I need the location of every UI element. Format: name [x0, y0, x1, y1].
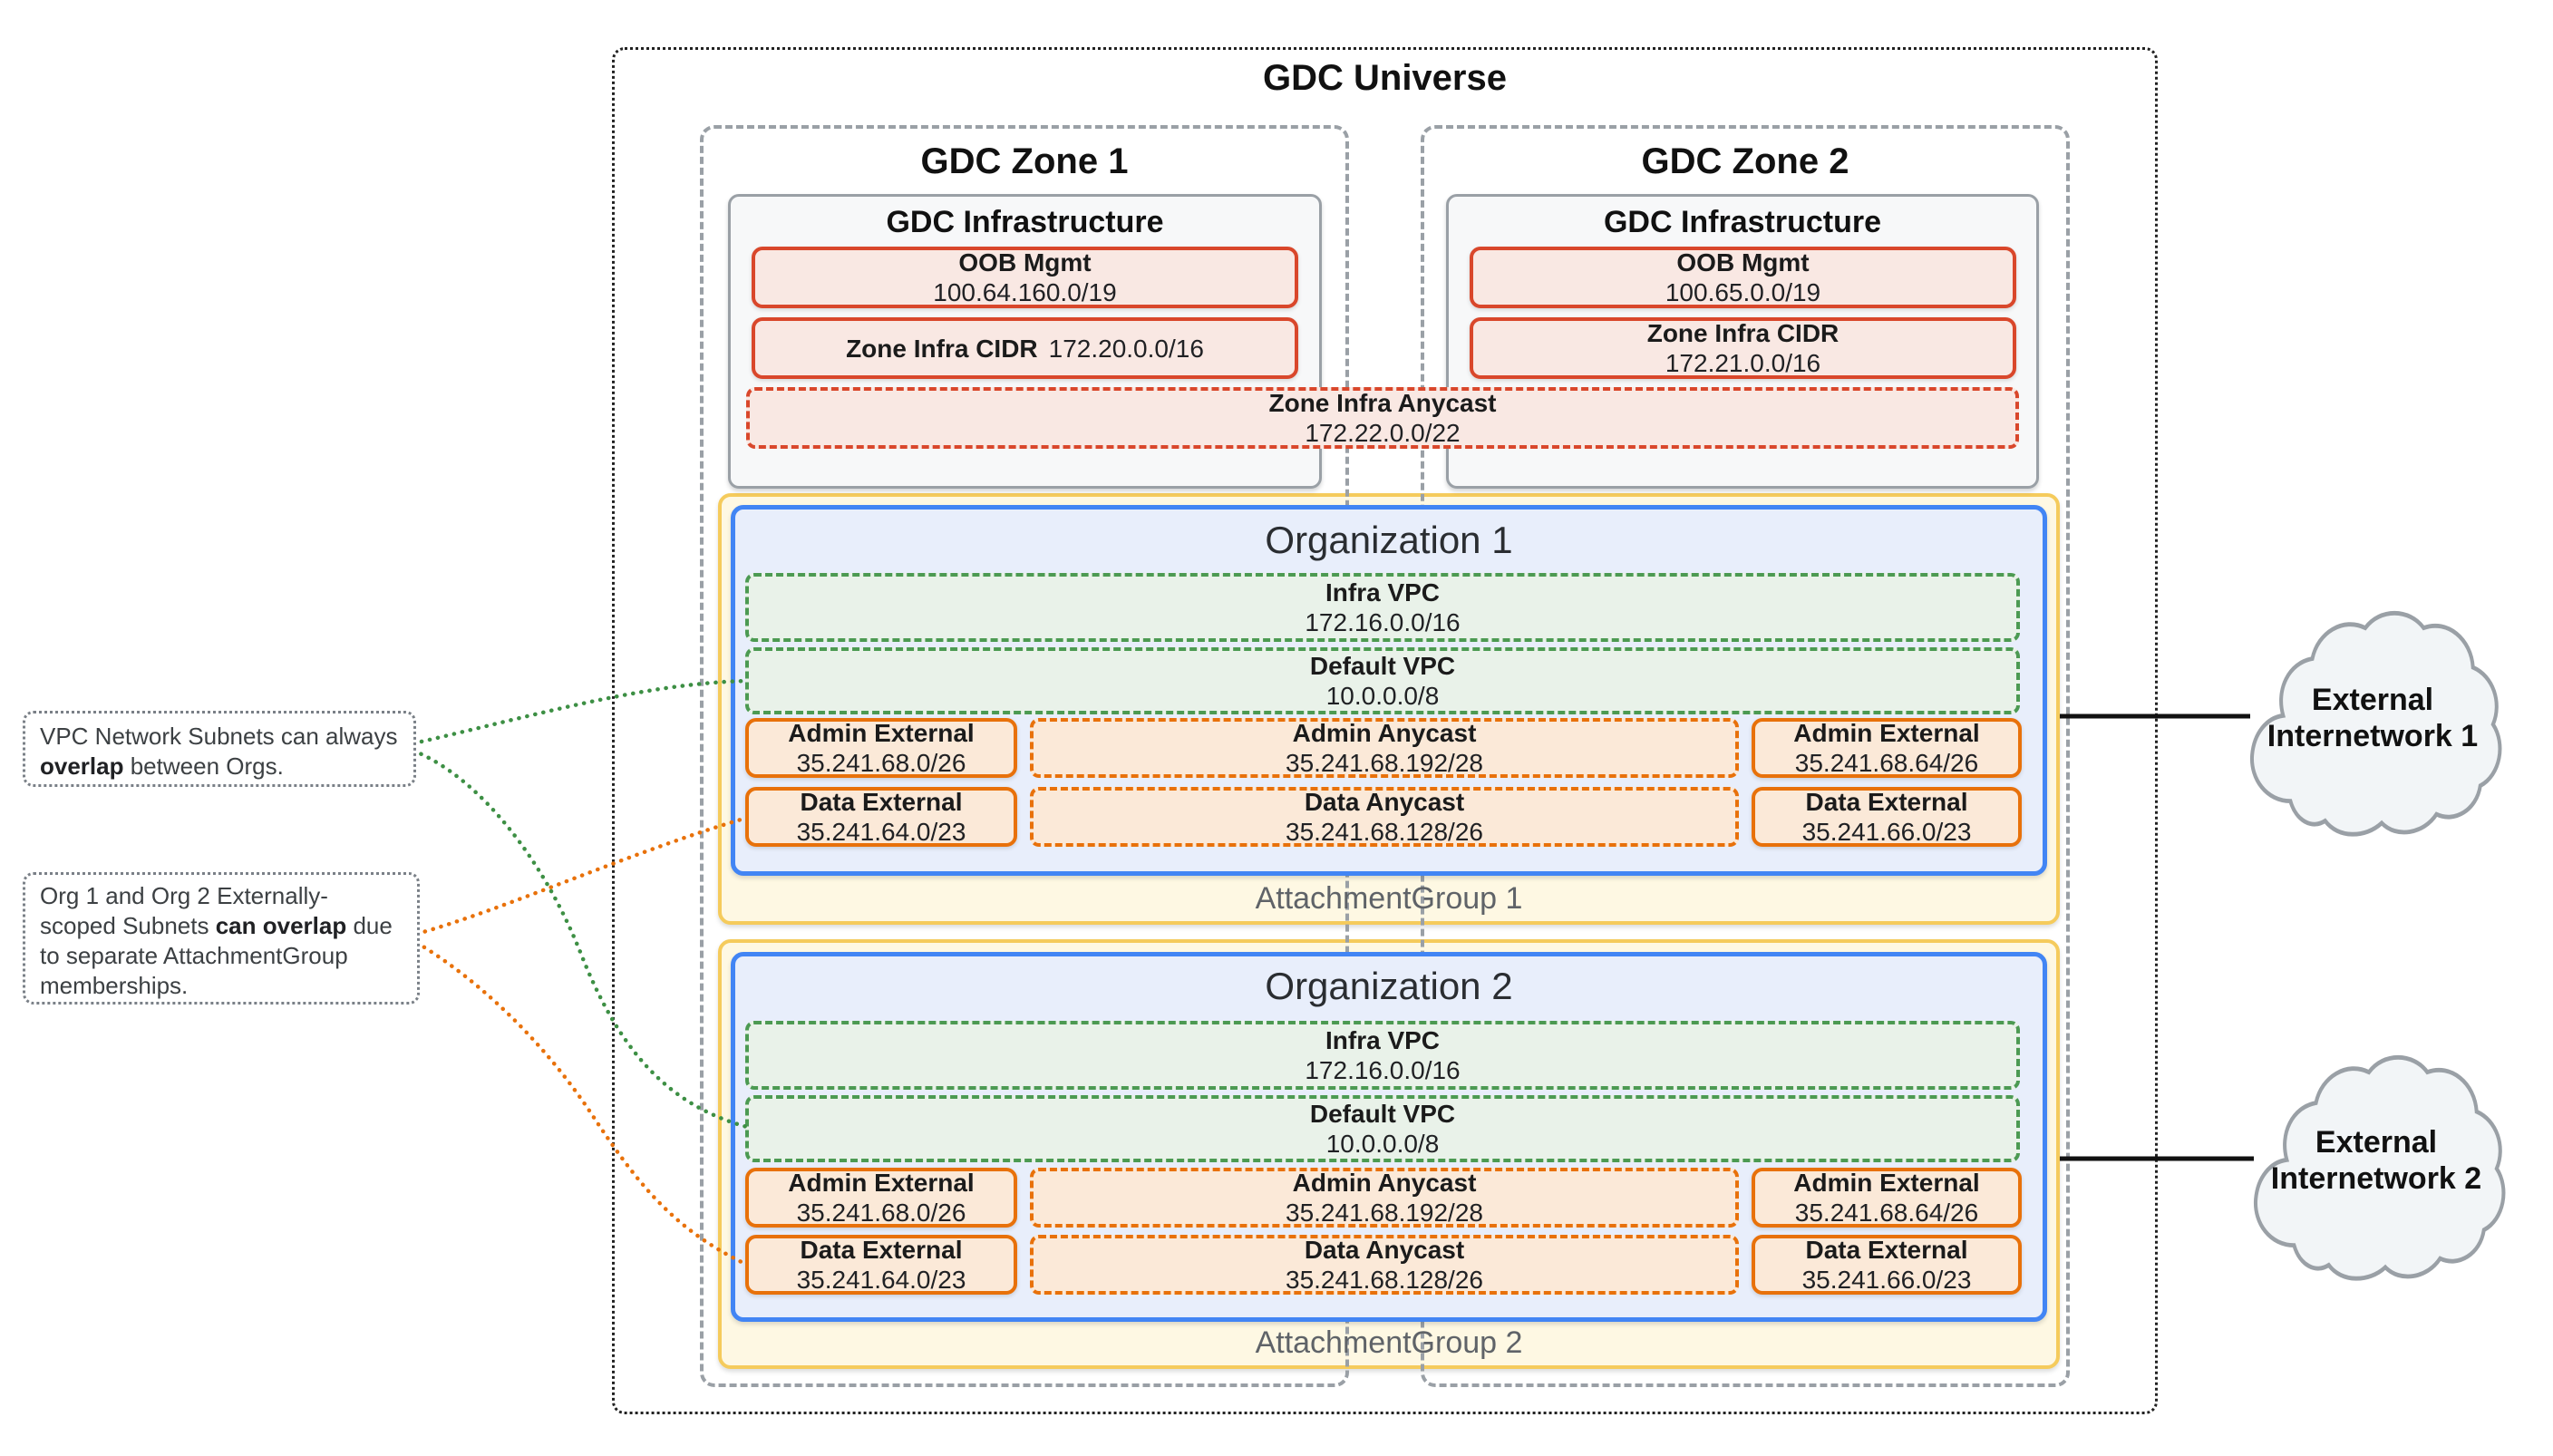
org-2-admin-anycast-box: Admin Anycast 35.241.68.192/28: [1030, 1168, 1739, 1228]
zone-2-oob-mgmt-box: OOB Mgmt 100.65.0.0/19: [1470, 247, 2016, 308]
annotation-vpc-overlap: VPC Network Subnets can always overlap b…: [23, 711, 416, 787]
zone-infra-anycast-label: Zone Infra Anycast: [1268, 389, 1497, 417]
org-2-data-anycast-label: Data Anycast: [1304, 1236, 1465, 1264]
org-2-admin-external-left-box: Admin External 35.241.68.0/26: [745, 1168, 1017, 1228]
org-1-admin-external-left-cidr: 35.241.68.0/26: [796, 749, 966, 777]
attachment-group-1-label: AttachmentGroup 1: [1255, 881, 1523, 916]
zone-1-infra-cidr-value: 172.20.0.0/16: [1048, 334, 1204, 363]
org-2-admin-external-right-cidr: 35.241.68.64/26: [1794, 1199, 1979, 1227]
org-1-admin-anycast-label: Admin Anycast: [1292, 719, 1477, 747]
zone-1-infrastructure-title: GDC Infrastructure: [886, 205, 1164, 239]
org-1-data-external-right-label: Data External: [1805, 788, 1968, 816]
org-2-default-vpc-cidr: 10.0.0.0/8: [1325, 1130, 1440, 1158]
gdc-zone-2-title: GDC Zone 2: [1641, 141, 1849, 181]
annotation-1-text-post: between Orgs.: [123, 752, 284, 780]
zone-2-oob-mgmt-label: OOB Mgmt: [1676, 248, 1810, 277]
org-1-admin-external-left-box: Admin External 35.241.68.0/26: [745, 718, 1017, 778]
org-1-admin-anycast-cidr: 35.241.68.192/28: [1286, 749, 1483, 777]
annotation-attachment-group-overlap: Org 1 and Org 2 Externally-scoped Subnet…: [23, 872, 420, 1005]
zone-infra-anycast-cidr: 172.22.0.0/22: [1305, 419, 1461, 447]
org-2-default-vpc-label: Default VPC: [1309, 1100, 1456, 1128]
zone-1-infra-cidr-box: Zone Infra CIDR 172.20.0.0/16: [752, 317, 1298, 379]
org-2-admin-anycast-label: Admin Anycast: [1292, 1169, 1477, 1197]
annotation-1-text-bold: overlap: [40, 752, 124, 780]
org-2-admin-anycast-cidr: 35.241.68.192/28: [1286, 1199, 1483, 1227]
org-1-data-external-right-box: Data External 35.241.66.0/23: [1752, 787, 2022, 847]
external-internetwork-2-label: External Internetwork 2: [2250, 1124, 2502, 1197]
org-2-admin-external-left-label: Admin External: [788, 1169, 975, 1197]
org-1-data-anycast-cidr: 35.241.68.128/26: [1286, 818, 1483, 846]
org-1-admin-external-left-label: Admin External: [788, 719, 975, 747]
org-2-data-external-right-cidr: 35.241.66.0/23: [1801, 1266, 1972, 1294]
org-2-data-anycast-cidr: 35.241.68.128/26: [1286, 1266, 1483, 1294]
external-internetwork-1-line2: Internetwork 1: [2267, 719, 2479, 753]
annotation-1-text-pre: VPC Network Subnets can always: [40, 723, 398, 750]
cloud-icon: [2250, 610, 2502, 837]
org-2-default-vpc-box: Default VPC 10.0.0.0/8: [745, 1095, 2020, 1162]
org-2-data-external-left-box: Data External 35.241.64.0/23: [745, 1235, 1017, 1295]
zone-2-infra-cidr-box: Zone Infra CIDR 172.21.0.0/16: [1470, 317, 2016, 379]
org-1-default-vpc-box: Default VPC 10.0.0.0/8: [745, 647, 2020, 714]
zone-1-infra-cidr-label: Zone Infra CIDR: [846, 334, 1038, 363]
external-internetwork-1-label: External Internetwork 1: [2247, 682, 2499, 754]
gdc-universe-title: GDC Universe: [1263, 58, 1507, 98]
org-1-default-vpc-cidr: 10.0.0.0/8: [1325, 682, 1440, 710]
org-2-data-external-left-label: Data External: [800, 1236, 963, 1264]
org-1-admin-external-right-label: Admin External: [1793, 719, 1980, 747]
attachment-group-2-label: AttachmentGroup 2: [1255, 1325, 1523, 1360]
org-2-data-anycast-box: Data Anycast 35.241.68.128/26: [1030, 1235, 1739, 1295]
org-2-infra-vpc-cidr: 172.16.0.0/16: [1305, 1056, 1461, 1084]
org-1-admin-anycast-box: Admin Anycast 35.241.68.192/28: [1030, 718, 1739, 778]
annotation-2-text-bold: can overlap: [215, 912, 347, 939]
zone-2-infrastructure-title: GDC Infrastructure: [1603, 205, 1882, 239]
annotation-2-text-pre: Org 1 and Org 2 Externally-scoped Subnet…: [40, 882, 328, 939]
annotation-2-text-post: due to separate AttachmentGroup membersh…: [40, 912, 393, 999]
gdc-zone-1-title: GDC Zone 1: [920, 141, 1129, 181]
zone-1-oob-mgmt-box: OOB Mgmt 100.64.160.0/19: [752, 247, 1298, 308]
org-1-data-external-left-cidr: 35.241.64.0/23: [796, 818, 966, 846]
org-2-admin-external-left-cidr: 35.241.68.0/26: [796, 1199, 966, 1227]
external-internetwork-1-line1: External: [2311, 683, 2434, 717]
zone-infra-anycast-box: Zone Infra Anycast 172.22.0.0/22: [746, 387, 2019, 449]
zone-1-oob-mgmt-cidr: 100.64.160.0/19: [933, 278, 1117, 306]
zone-2-infra-cidr-value: 172.21.0.0/16: [1665, 349, 1821, 377]
org-1-data-anycast-label: Data Anycast: [1304, 788, 1465, 816]
zone-1-oob-mgmt-label: OOB Mgmt: [958, 248, 1092, 277]
zone-2-infra-cidr-label: Zone Infra CIDR: [1646, 319, 1840, 347]
org-2-admin-external-right-label: Admin External: [1793, 1169, 1980, 1197]
external-internetwork-2-line1: External: [2315, 1125, 2438, 1160]
org-1-default-vpc-label: Default VPC: [1309, 652, 1456, 680]
org-1-data-external-right-cidr: 35.241.66.0/23: [1801, 818, 1972, 846]
organization-2-title: Organization 2: [1265, 965, 1513, 1007]
org-1-infra-vpc-cidr: 172.16.0.0/16: [1305, 608, 1461, 636]
org-1-data-external-left-box: Data External 35.241.64.0/23: [745, 787, 1017, 847]
org-1-data-external-left-label: Data External: [800, 788, 963, 816]
external-internetwork-2: [2239, 1048, 2513, 1289]
org-2-infra-vpc-label: Infra VPC: [1325, 1026, 1441, 1054]
org-2-data-external-left-cidr: 35.241.64.0/23: [796, 1266, 966, 1294]
org-1-infra-vpc-label: Infra VPC: [1325, 578, 1441, 607]
org-2-infra-vpc-box: Infra VPC 172.16.0.0/16: [745, 1021, 2020, 1090]
cloud-icon: [2254, 1054, 2506, 1281]
org-1-admin-external-right-cidr: 35.241.68.64/26: [1794, 749, 1979, 777]
org-1-admin-external-right-box: Admin External 35.241.68.64/26: [1752, 718, 2022, 778]
org-1-data-anycast-box: Data Anycast 35.241.68.128/26: [1030, 787, 1739, 847]
org-1-infra-vpc-box: Infra VPC 172.16.0.0/16: [745, 573, 2020, 642]
external-internetwork-2-line2: Internetwork 2: [2270, 1161, 2482, 1196]
external-internetwork-1: [2236, 604, 2509, 845]
org-2-data-external-right-label: Data External: [1805, 1236, 1968, 1264]
org-2-data-external-right-box: Data External 35.241.66.0/23: [1752, 1235, 2022, 1295]
zone-2-oob-mgmt-cidr: 100.65.0.0/19: [1665, 278, 1821, 306]
organization-1-title: Organization 1: [1265, 519, 1513, 561]
org-2-admin-external-right-box: Admin External 35.241.68.64/26: [1752, 1168, 2022, 1228]
